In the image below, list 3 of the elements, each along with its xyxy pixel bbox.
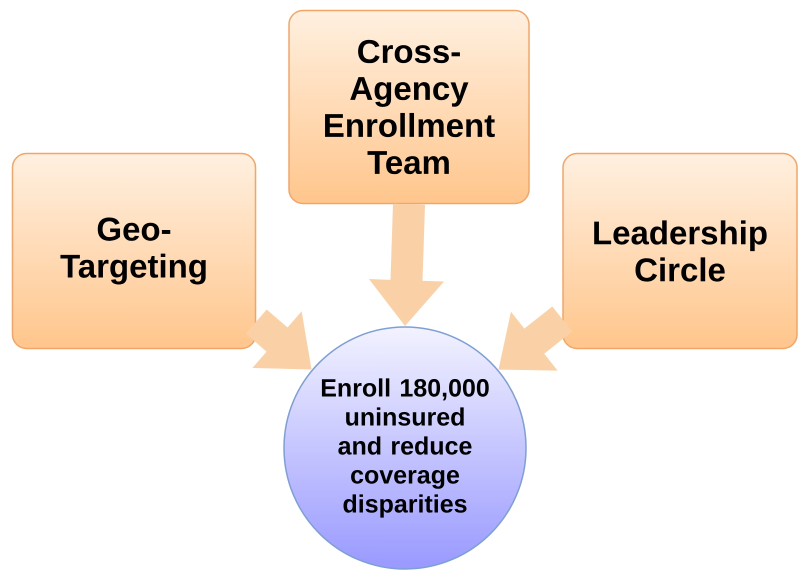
process-box: Geo- Targeting [12, 152, 256, 350]
process-box: Cross- Agency Enrollment Team [288, 10, 530, 204]
process-box: Leadership Circle [562, 152, 798, 350]
